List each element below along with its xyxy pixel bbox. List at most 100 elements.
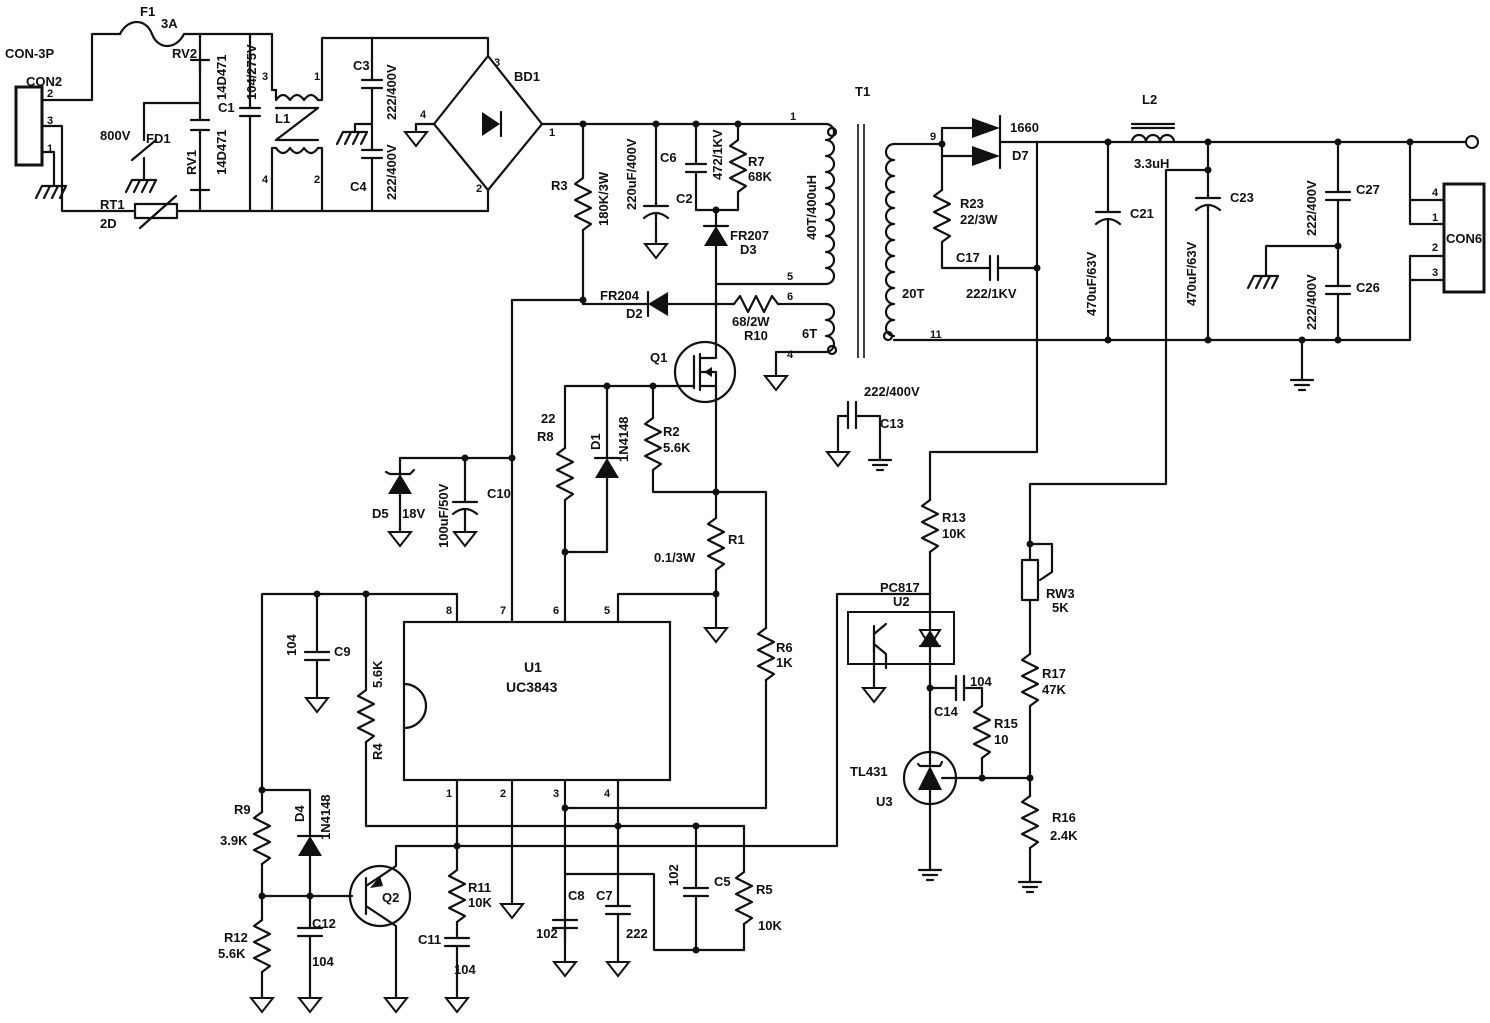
resistor-r11 bbox=[447, 868, 467, 924]
label-c9-value: 104 bbox=[284, 634, 299, 656]
diode-d1 bbox=[595, 458, 619, 478]
fuse-f1 bbox=[118, 20, 252, 48]
pin-con2-2: 2 bbox=[47, 88, 53, 100]
label-l2-value: 3.3uH bbox=[1134, 156, 1169, 171]
label-rt1-value: 2D bbox=[100, 216, 117, 231]
resistor-r12 bbox=[252, 918, 272, 974]
label-r23: R23 bbox=[960, 196, 984, 211]
diode-d7-b bbox=[972, 146, 1000, 166]
label-tl431: TL431 bbox=[850, 764, 888, 779]
pin-u1-3: 3 bbox=[553, 788, 559, 800]
label-r12-value: 5.6K bbox=[218, 946, 246, 961]
label-rv1: RV1 bbox=[184, 150, 199, 175]
diode-d7-a bbox=[972, 118, 1000, 138]
label-d5: D5 bbox=[372, 506, 389, 521]
label-r8-value: 22 bbox=[541, 411, 555, 426]
label-r2-value: 5.6K bbox=[663, 440, 691, 455]
label-c3-value: 222/400V bbox=[384, 64, 399, 120]
pin-u1-2: 2 bbox=[500, 788, 506, 800]
label-c11: C11 bbox=[418, 932, 441, 947]
pin-bd-4: 4 bbox=[420, 109, 427, 121]
label-c12: C12 bbox=[312, 916, 336, 931]
label-c14: C14 bbox=[934, 704, 959, 719]
resistor-r10 bbox=[732, 294, 780, 314]
resistor-r6 bbox=[756, 626, 776, 682]
label-r11: R11 bbox=[468, 880, 491, 895]
label-c9: C9 bbox=[334, 644, 351, 659]
transformer-t1-aux bbox=[824, 302, 836, 354]
pin-u1-8: 8 bbox=[446, 605, 452, 617]
label-c6: C6 bbox=[660, 150, 677, 165]
label-t1-primary: 40T/400uH bbox=[804, 175, 819, 240]
resistor-r4 bbox=[356, 688, 376, 744]
label-c17: C17 bbox=[956, 250, 980, 265]
pin-con6-4: 4 bbox=[1432, 187, 1439, 199]
label-rt1: RT1 bbox=[100, 197, 125, 212]
resistor-r8 bbox=[555, 446, 575, 502]
label-c2: C2 bbox=[676, 191, 693, 206]
label-r1-value: 0.1/3W bbox=[654, 550, 696, 565]
label-c4-value: 222/400V bbox=[384, 144, 399, 200]
primary-section: R3 180K/3W 220uF/400V C6 C2 472/1KV R7 6… bbox=[218, 84, 932, 1014]
label-r15-value: 10 bbox=[994, 732, 1008, 747]
pin-bd-2: 2 bbox=[476, 183, 482, 195]
transformer-t1-secondary bbox=[884, 142, 896, 338]
label-r6-value: 1K bbox=[776, 655, 793, 670]
label-c23: C23 bbox=[1230, 190, 1254, 205]
resistor-r13 bbox=[920, 498, 940, 554]
pin-u1-5: 5 bbox=[604, 605, 610, 617]
label-c2-value: 472/1KV bbox=[710, 129, 725, 180]
pin-u1-1: 1 bbox=[446, 788, 452, 800]
resistor-r9 bbox=[252, 810, 272, 866]
con6-connector bbox=[1442, 182, 1486, 294]
label-c26: C26 bbox=[1356, 280, 1380, 295]
pin-u1-4: 4 bbox=[604, 788, 611, 800]
label-fd1: FD1 bbox=[146, 131, 171, 146]
label-c7-value: 222 bbox=[626, 926, 648, 941]
label-r17-value: 47K bbox=[1042, 682, 1066, 697]
label-c12-value: 104 bbox=[312, 954, 334, 969]
resistor-r15 bbox=[972, 704, 992, 760]
label-t1: T1 bbox=[855, 84, 870, 99]
label-r9: R9 bbox=[234, 802, 251, 817]
label-c27-value: 222/400V bbox=[1304, 180, 1319, 236]
label-r12: R12 bbox=[224, 930, 248, 945]
label-r13: R13 bbox=[942, 510, 966, 525]
label-rv2: RV2 bbox=[172, 46, 197, 61]
label-pc817: PC817 bbox=[880, 580, 920, 595]
mosfet-q1 bbox=[673, 340, 737, 404]
label-r9-value: 3.9K bbox=[220, 833, 248, 848]
label-fd1-value: 800V bbox=[100, 128, 131, 143]
label-d7: D7 bbox=[1012, 148, 1029, 163]
label-c27: C27 bbox=[1356, 182, 1380, 197]
label-f1-value: 3A bbox=[161, 16, 178, 31]
label-c21: C21 bbox=[1130, 206, 1154, 221]
con2-connector bbox=[14, 85, 44, 167]
label-c3: C3 bbox=[353, 58, 370, 73]
pin-con6-1: 1 bbox=[1432, 212, 1438, 224]
label-r10: R10 bbox=[744, 328, 768, 343]
label-d1: D1 bbox=[588, 433, 603, 450]
label-f1: F1 bbox=[140, 4, 155, 19]
label-c5: C5 bbox=[714, 874, 731, 889]
pin-l1-1: 1 bbox=[314, 71, 320, 83]
label-u3: U3 bbox=[876, 794, 893, 809]
label-r17: R17 bbox=[1042, 666, 1066, 681]
label-d1-part: 1N4148 bbox=[616, 416, 631, 462]
resistor-r16 bbox=[1020, 794, 1040, 850]
label-q1: Q1 bbox=[650, 350, 667, 365]
label-l1: L1 bbox=[275, 111, 290, 126]
label-c10: C10 bbox=[487, 486, 511, 501]
label-r13-value: 10K bbox=[942, 526, 966, 541]
label-bd1: BD1 bbox=[514, 69, 540, 84]
ic-u1-uc3843 bbox=[402, 620, 672, 782]
label-c1: C1 bbox=[218, 100, 235, 115]
label-c23-value: 470uF/63V bbox=[1184, 241, 1199, 306]
label-u2: U2 bbox=[893, 594, 910, 609]
label-d4-part: 1N4148 bbox=[318, 794, 333, 840]
resistor-r7 bbox=[728, 138, 748, 194]
label-r23-value: 22/3W bbox=[960, 212, 998, 227]
resistor-r1 bbox=[706, 516, 726, 572]
choke-l1-bottom bbox=[274, 146, 320, 155]
